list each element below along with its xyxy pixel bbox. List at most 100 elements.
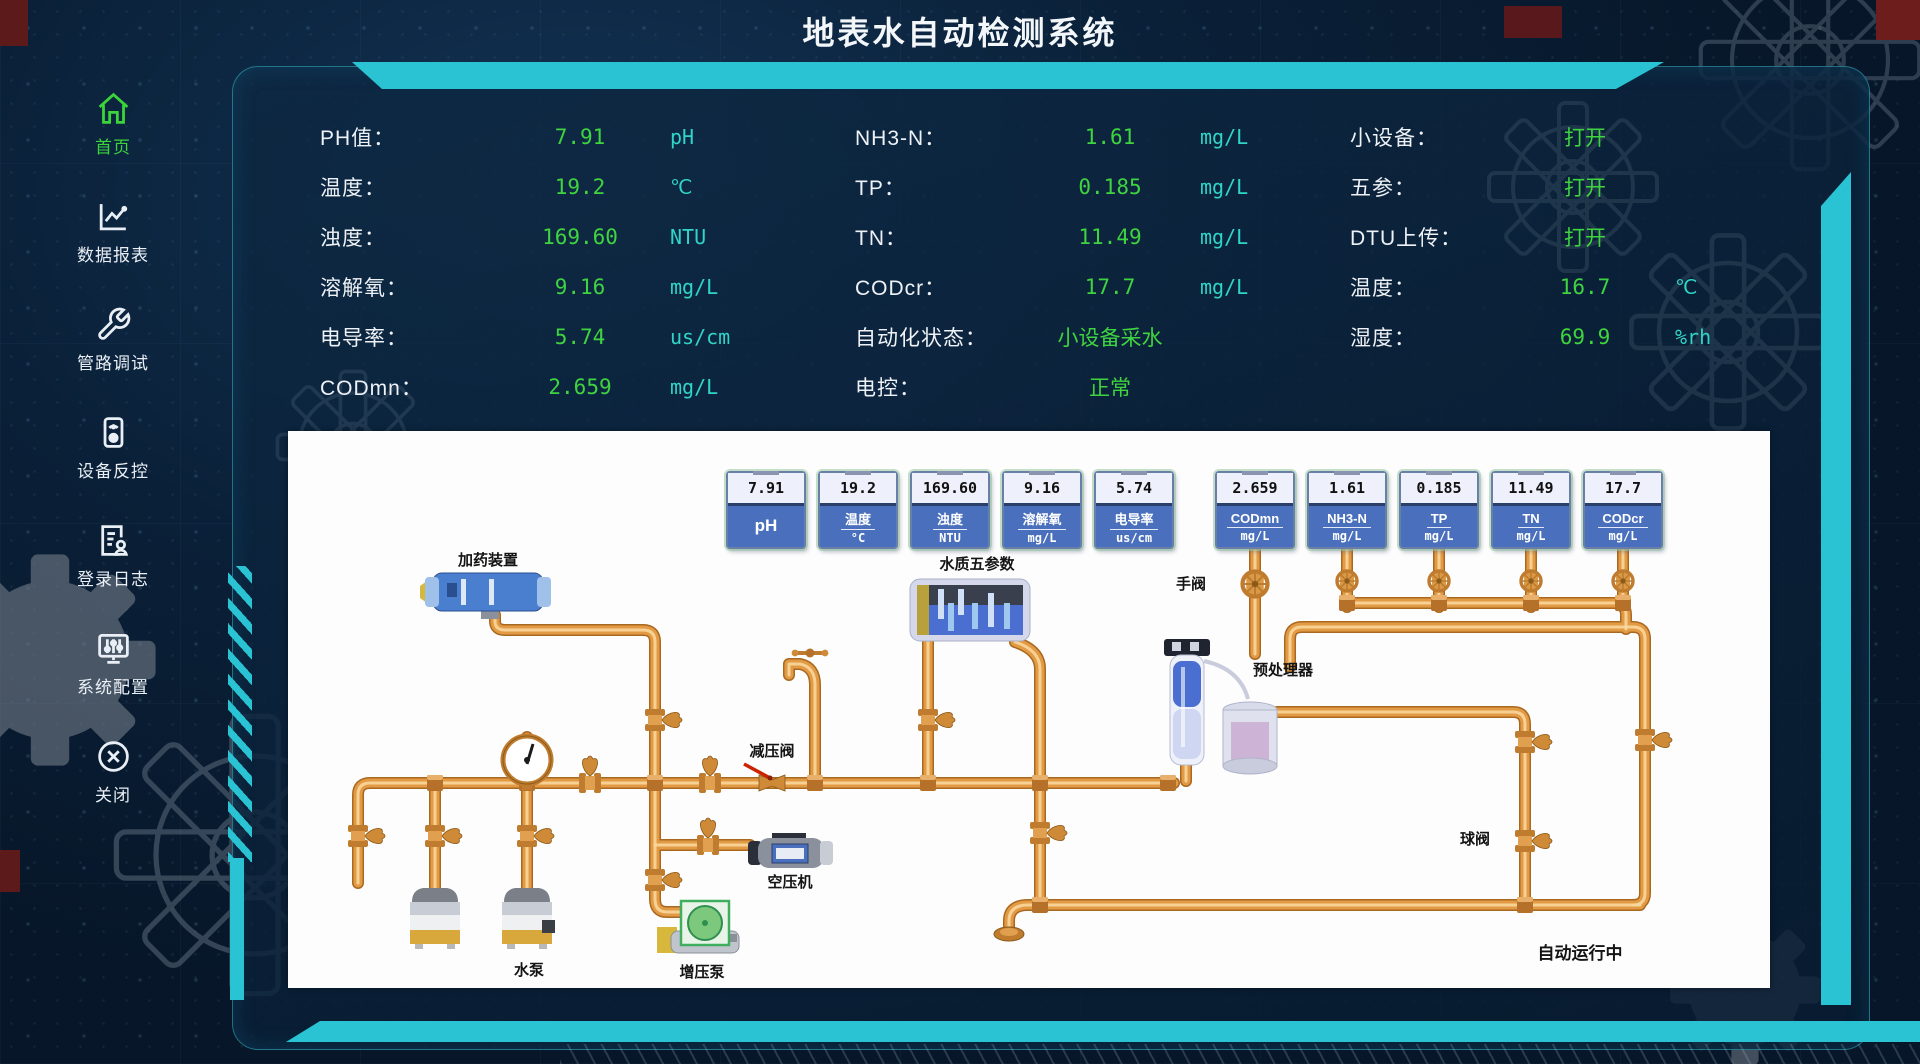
meter-unit: NTU <box>939 530 961 545</box>
row-unit: pH <box>670 125 695 149</box>
valve-icon <box>1634 728 1673 752</box>
label-booster-pump: 增压泵 <box>679 963 724 981</box>
sidebar-item-reports[interactable]: 数据报表 <box>77 198 149 266</box>
home-icon <box>98 92 128 124</box>
row-unit: NTU <box>670 225 707 249</box>
device-icon <box>103 417 123 448</box>
row-label: CODmn： <box>320 377 423 400</box>
scada-diagram: 加药装置 水质五参数 手阀 预处理器 减压阀 空压机 球阀 水泵 增压泵 自动运… <box>288 431 1770 988</box>
row-value: 正常 <box>1089 377 1131 400</box>
decor-hatch <box>560 1044 1920 1064</box>
config-icon <box>97 634 129 664</box>
row-value: 19.2 <box>554 175 606 199</box>
row-value: 小设备采水 <box>1057 327 1163 350</box>
label-ball-valve: 球阀 <box>1460 830 1490 848</box>
row-unit: %rh <box>1675 325 1712 349</box>
label-relief-valve: 减压阀 <box>749 742 794 760</box>
valve-icon <box>698 755 722 794</box>
row-value: 打开 <box>1564 177 1606 200</box>
label-water-pump: 水泵 <box>514 961 544 979</box>
readout-column-station: 小设备：打开 五参：打开 DTU上传：打开 温度：16.7℃ 湿度：69.9%r… <box>1350 112 1780 362</box>
sidebar-item-label: 管路调试 <box>77 354 149 373</box>
hand-valve-icon <box>1335 569 1359 593</box>
water-pump <box>502 888 555 949</box>
meter-value: 169.60 <box>912 473 988 506</box>
preprocessor-tank <box>1222 701 1278 775</box>
row-value: 2.659 <box>548 375 612 399</box>
valve-icon <box>644 868 683 892</box>
meter-unit: us/cm <box>1115 530 1153 545</box>
meter-label: NH3-N <box>1323 511 1371 528</box>
air-compressor <box>748 833 833 868</box>
meter-ph: 7.91 pH <box>726 471 806 549</box>
readout-row: 温度：19.2℃ <box>320 162 765 212</box>
chart-icon <box>99 204 127 231</box>
label-dosing: 加药装置 <box>457 551 518 569</box>
dosing-device <box>420 572 551 619</box>
row-label: TP： <box>855 177 906 200</box>
sidebar-item-system-config[interactable]: 系统配置 <box>77 630 149 698</box>
hand-valve-icon <box>1427 569 1451 593</box>
sidebar-item-close[interactable]: 关闭 <box>95 738 132 806</box>
row-unit: ℃ <box>670 175 693 199</box>
panel-bottom-bar <box>286 1021 1920 1042</box>
row-unit: ℃ <box>1675 275 1698 299</box>
sidebar-item-device-control[interactable]: 设备反控 <box>77 414 149 482</box>
sidebar-item-label: 设备反控 <box>77 462 149 481</box>
readout-row: 湿度：69.9%rh <box>1350 312 1780 362</box>
sidebar-item-label: 关闭 <box>95 786 131 805</box>
booster-pump <box>657 899 740 954</box>
row-value: 1.61 <box>1084 125 1136 149</box>
row-unit: mg/L <box>1200 275 1249 299</box>
meter-value: 0.185 <box>1401 473 1477 506</box>
valve-icon <box>347 824 386 848</box>
meter-label: CODmn <box>1226 511 1284 528</box>
faucet-icon <box>791 648 829 658</box>
meter-value: 17.7 <box>1585 473 1661 506</box>
sidebar-item-home[interactable]: 首页 <box>95 90 132 158</box>
valve-icon <box>424 824 463 848</box>
meter-value: 11.49 <box>1493 473 1569 506</box>
label-hand-valve: 手阀 <box>1176 575 1206 593</box>
row-label: 电控： <box>855 377 921 400</box>
valve-icon <box>578 755 602 794</box>
row-value: 9.16 <box>554 275 606 299</box>
panel-right-bar <box>1821 172 1851 1005</box>
five-param-tank <box>909 578 1031 642</box>
sidebar: 首页 数据报表 管路调试 设备反控 登录日志 <box>48 90 178 806</box>
row-value: 16.7 <box>1559 275 1611 299</box>
valve-icon <box>917 708 956 732</box>
row-value: 0.185 <box>1078 175 1142 199</box>
meter-value: 5.74 <box>1096 473 1172 506</box>
meter-unit: mg/L <box>1608 528 1638 543</box>
meter-label: 温度 <box>840 509 875 530</box>
sidebar-item-pipeline-debug[interactable]: 管路调试 <box>77 306 149 374</box>
meter-unit: mg/L <box>1332 528 1362 543</box>
hand-valve-icon <box>1611 569 1635 593</box>
label-preprocessor: 预处理器 <box>1253 661 1314 679</box>
label-compressor: 空压机 <box>767 873 812 891</box>
readout-row: 温度：16.7℃ <box>1350 262 1780 312</box>
sidebar-item-login-log[interactable]: 登录日志 <box>77 522 149 590</box>
row-value: 打开 <box>1564 127 1606 150</box>
meter-unit: mg/L <box>1027 530 1057 545</box>
row-label: NH3-N： <box>855 127 947 150</box>
sidebar-item-label: 数据报表 <box>77 246 149 265</box>
meter-label: 溶解氧 <box>1018 509 1066 530</box>
readout-row: DTU上传：打开 <box>1350 212 1780 262</box>
row-label: 湿度： <box>1350 327 1416 350</box>
row-label: 电导率： <box>320 327 408 350</box>
valve-icon <box>644 708 683 732</box>
